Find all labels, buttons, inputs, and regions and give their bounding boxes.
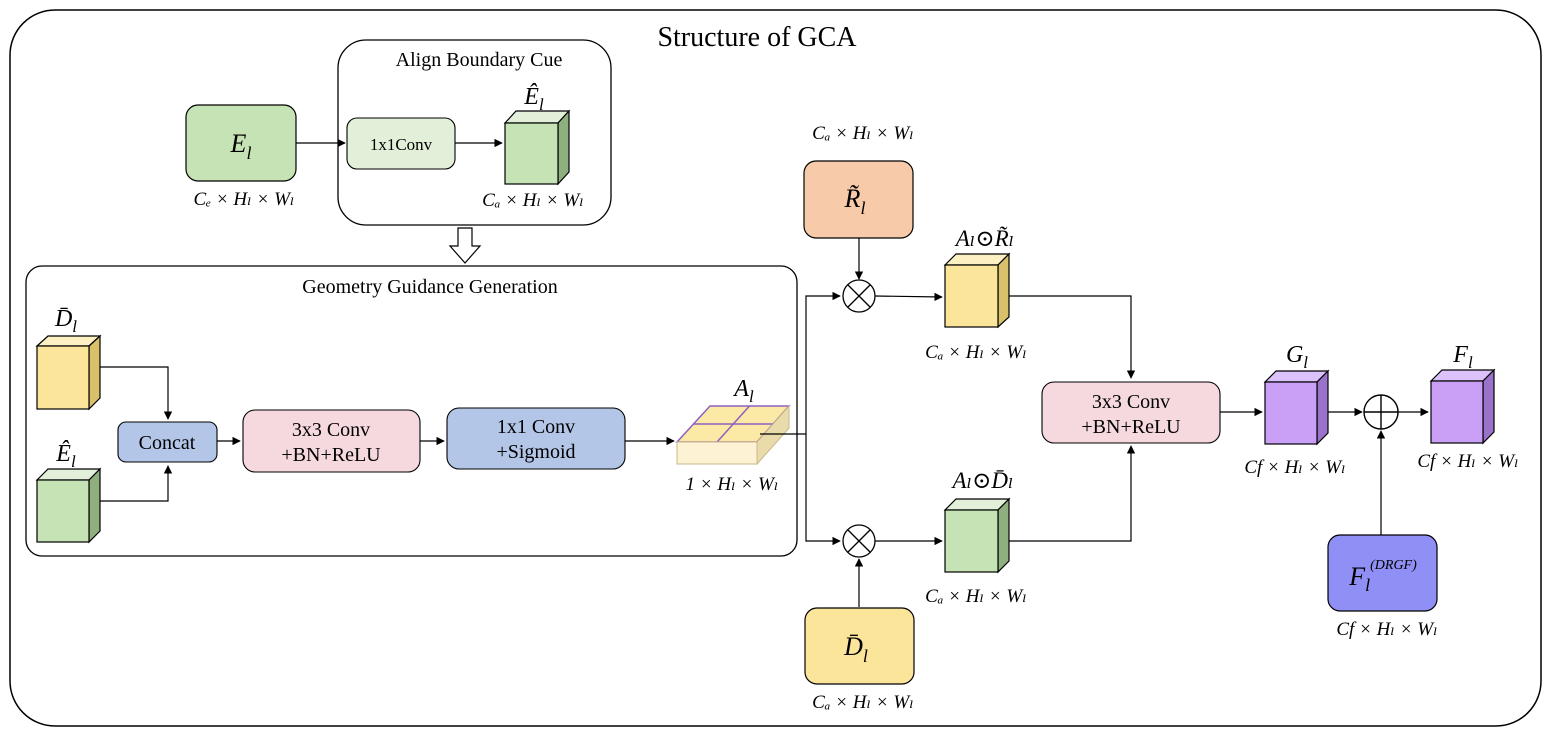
concat-label: Concat [139,432,196,454]
e-input-dims: Cₑ × Hₗ × Wₗ [193,189,294,210]
add-circle [1363,394,1399,430]
drgf-block [1327,534,1438,612]
fuse-conv-label: 3x3 Conv+BN+ReLU [1081,391,1181,438]
a-d-label: Aₗ⊙D̄ₗ [950,468,1013,493]
diagram-title: Structure of GCA [657,22,857,53]
d-bar-cube-left [35,334,102,411]
g-dims: Cf × Hₗ × Wₗ [1244,457,1345,478]
d-bar-block-bottom [804,607,915,685]
align-boundary-group [337,39,612,226]
r-tilde-dims: Cₐ × Hₗ × Wₗ [812,123,914,144]
d-bar-bottom-dims: Cₐ × Hₗ × Wₗ [812,692,914,713]
a-map-dims: 1 × Hₗ × Wₗ [686,474,779,495]
drgf-dims: Cf × Hₗ × Wₗ [1336,619,1437,640]
e-hat-cube-left [35,467,102,544]
e-hat-dims: Cₐ × Hₗ × Wₗ [482,190,584,211]
ggg-group [25,265,798,557]
a-r-label: Aₗ⊙R̃ₗ [954,225,1015,251]
align-boundary-label: Align Boundary Cue [396,49,563,71]
drgf-label: Fl(DRGF) [1348,558,1417,595]
a-map-label: Al [732,376,754,406]
a-d-cube [943,497,1011,574]
e-input-label: El [230,129,252,163]
ggg-conv1-label: 1x1 Conv+Sigmoid [496,416,575,463]
a-d-dims: Cₐ × Hₗ × Wₗ [925,586,1027,607]
a-map-slab [675,404,791,466]
r-tilde-label: R̃l [844,184,866,218]
f-cube [1429,368,1496,445]
e-hat-label: Êl [523,84,544,114]
e-hat-cube [503,109,571,186]
f-dims: Cf × Hₗ × Wₗ [1417,451,1518,472]
a-r-dims: Cₐ × Hₗ × Wₗ [925,342,1027,363]
d-bar-left-label: D̄l [54,306,77,336]
multiply-top [842,279,876,313]
ggg-conv1-block [446,407,626,470]
hollow-down-arrow [448,227,482,264]
e-hat-left-label: Êl [55,441,76,471]
multiply-bottom [842,524,876,558]
align-conv-label: 1x1Conv [370,135,433,154]
g-cube [1263,369,1330,446]
d-bar-bottom-label: D̄l [843,632,868,666]
g-label: Gl [1286,342,1308,372]
concat-block [117,421,218,463]
a-r-cube [943,252,1011,329]
ggg-label: Geometry Guidance Generation [302,276,557,298]
outer-frame [9,9,1542,727]
ggg-conv3-label: 3x3 Conv+BN+ReLU [281,419,381,466]
f-label: Fl [1452,342,1473,372]
